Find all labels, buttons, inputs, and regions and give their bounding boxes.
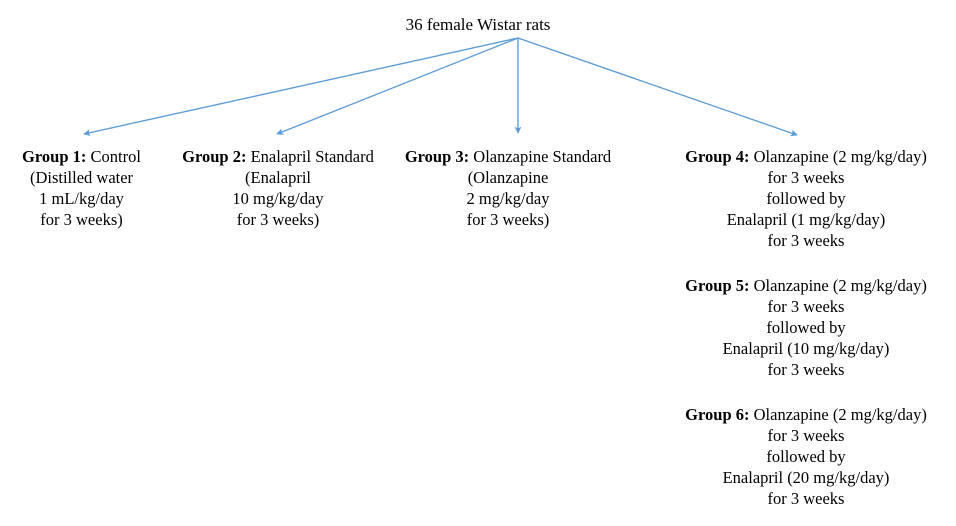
group-detail-line: for 3 weeks): [40, 210, 123, 229]
group-detail-line: followed by: [766, 318, 846, 337]
group-detail-line: for 3 weeks: [767, 168, 845, 187]
group-name: Enalapril Standard: [250, 147, 374, 166]
group-detail-line: for 3 weeks: [767, 489, 845, 508]
group-label: Group 1:: [22, 147, 87, 166]
group-label: Group 3:: [404, 147, 470, 166]
group-detail-line: for 3 weeks): [236, 210, 320, 229]
group-heading: Group 1: Control: [0, 146, 163, 167]
group-heading: Group 4: Olanzapine (2 mg/kg/day): [666, 146, 946, 167]
group-block-6: Group 6: Olanzapine (2 mg/kg/day) for 3 …: [666, 404, 946, 509]
group-detail-line: (Enalapril: [245, 168, 311, 187]
arrow-to-group-1: [83, 37, 519, 137]
group-detail-line: for 3 weeks: [767, 231, 845, 250]
group-detail-line: (Distilled water: [29, 168, 134, 187]
group-label: Group 6:: [685, 405, 750, 424]
group-heading: Group 5: Olanzapine (2 mg/kg/day): [666, 275, 946, 296]
root-node-label: 36 female Wistar rats: [405, 15, 551, 34]
group-label: Group 2:: [182, 147, 247, 166]
group-name: Olanzapine (2 mg/kg/day): [753, 405, 927, 424]
group-heading: Group 3: Olanzapine Standard: [393, 146, 623, 167]
group-block-2: Group 2: Enalapril Standard (Enalapril 1…: [170, 146, 386, 230]
group-name: Olanzapine Standard: [473, 147, 612, 166]
group-block-1: Group 1: Control (Distilled water 1 mL/k…: [0, 146, 163, 230]
group-detail-line: Enalapril (1 mg/kg/day): [726, 210, 886, 229]
group-detail-line: 1 mL/kg/day: [39, 189, 124, 208]
arrow-to-group-2: [276, 37, 519, 135]
group-detail-line: for 3 weeks): [466, 210, 550, 229]
group-block-4: Group 4: Olanzapine (2 mg/kg/day) for 3 …: [666, 146, 946, 251]
arrow-to-group-4: [517, 37, 798, 137]
group-detail-line: for 3 weeks: [767, 297, 845, 316]
group-heading: Group 2: Enalapril Standard: [170, 146, 386, 167]
group-detail-line: for 3 weeks: [767, 360, 845, 379]
group-detail-line: Enalapril (10 mg/kg/day): [722, 339, 890, 358]
group-name: Control: [90, 147, 141, 166]
group-detail-line: 10 mg/kg/day: [232, 189, 324, 208]
group-detail-line: Enalapril (20 mg/kg/day): [722, 468, 890, 487]
group-block-5: Group 5: Olanzapine (2 mg/kg/day) for 3 …: [666, 275, 946, 380]
group-detail-line: for 3 weeks: [767, 426, 845, 445]
group-label: Group 5:: [685, 276, 750, 295]
group-name: Olanzapine (2 mg/kg/day): [753, 276, 927, 295]
group-detail-line: followed by: [766, 447, 846, 466]
group-detail-line: 2 mg/kg/day: [466, 189, 550, 208]
group-detail-line: followed by: [766, 189, 846, 208]
group-block-3: Group 3: Olanzapine Standard (Olanzapine…: [393, 146, 623, 230]
group-detail-line: (Olanzapine: [467, 168, 549, 187]
group-label: Group 4:: [685, 147, 750, 166]
group-name: Olanzapine (2 mg/kg/day): [753, 147, 927, 166]
group-heading: Group 6: Olanzapine (2 mg/kg/day): [666, 404, 946, 425]
